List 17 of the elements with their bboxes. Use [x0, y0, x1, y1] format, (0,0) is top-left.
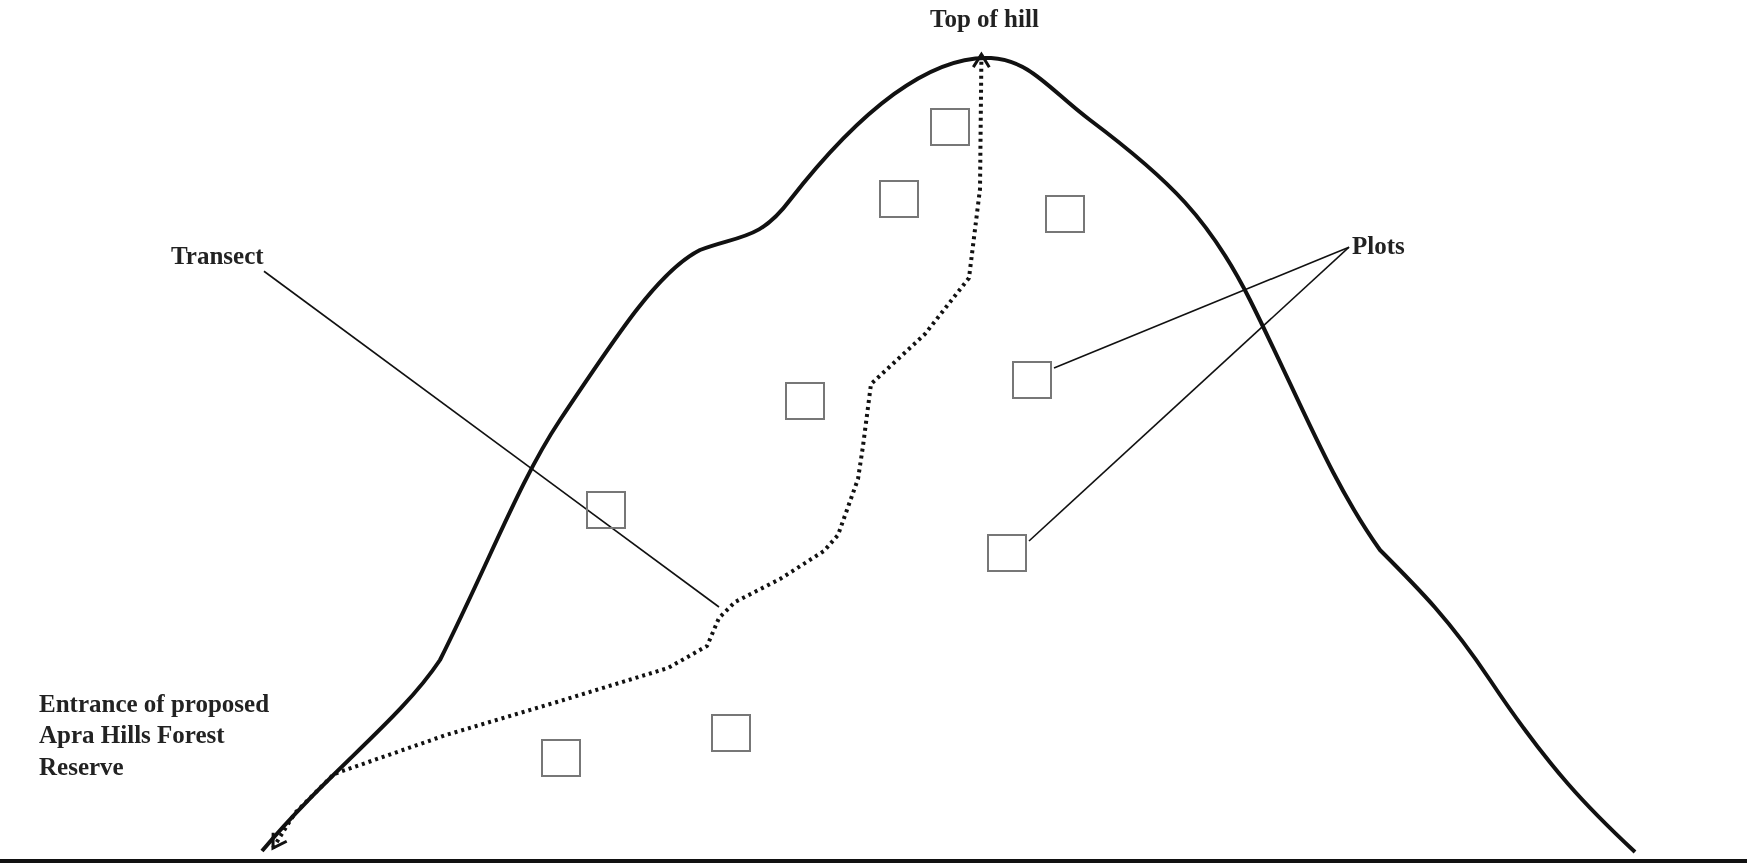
plot-square	[987, 534, 1027, 572]
text-label: Transect	[171, 240, 264, 272]
text-label: Plots	[1352, 230, 1405, 262]
plot-square	[711, 714, 751, 752]
text-label: Entrance of proposed Apra Hills Forest Reserve	[39, 688, 307, 782]
text-label: Top of hill	[930, 3, 1039, 35]
plot-square	[1045, 195, 1085, 233]
plot-square	[930, 108, 970, 146]
plot-square	[541, 739, 581, 777]
leader-line	[1053, 246, 1350, 369]
leader-line	[263, 270, 720, 608]
plot-square	[586, 491, 626, 529]
plot-square	[879, 180, 919, 218]
plot-square	[785, 382, 825, 420]
transect-path	[271, 52, 991, 850]
plot-square	[1012, 361, 1052, 399]
leader-line	[1028, 246, 1350, 542]
